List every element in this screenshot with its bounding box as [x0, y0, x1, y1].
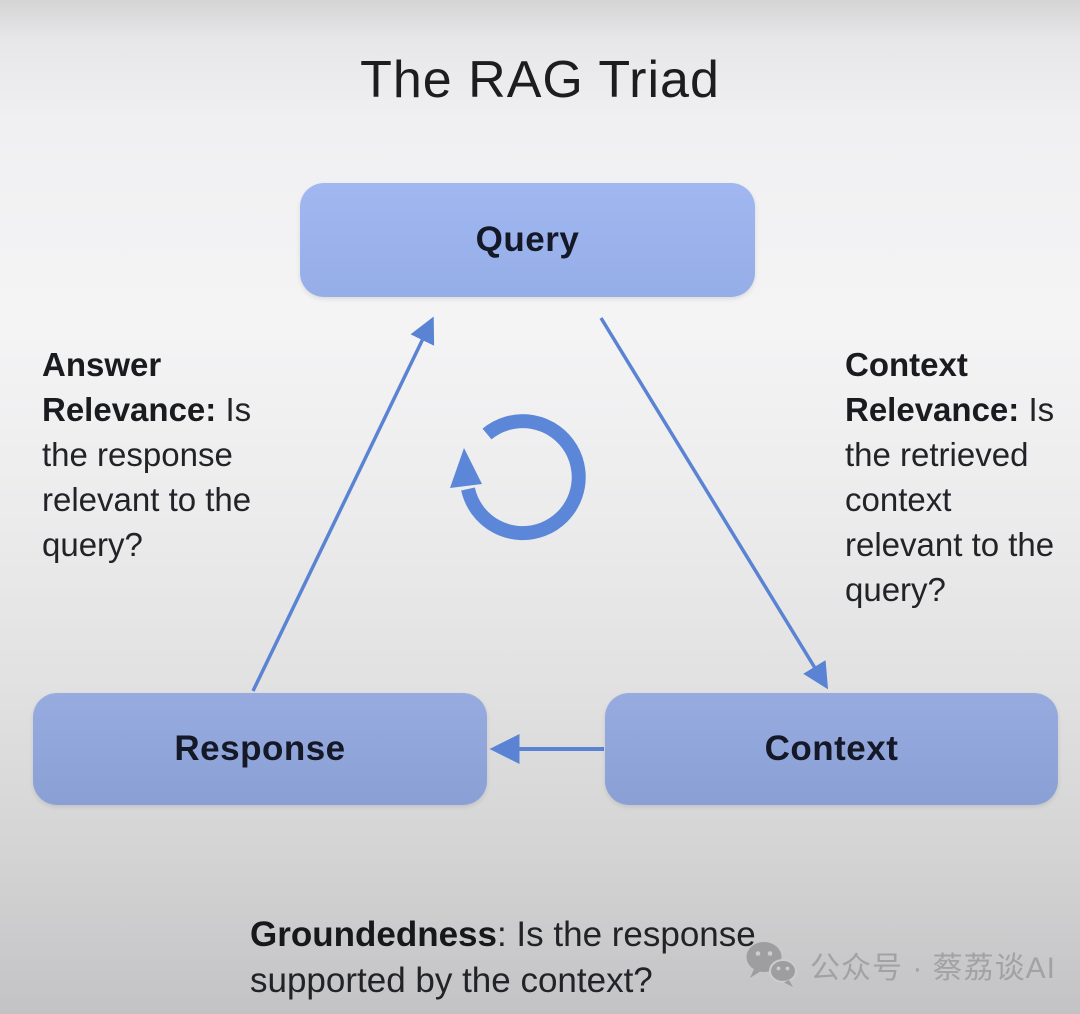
groundedness-body: : Is the response supported by the conte… — [250, 915, 756, 1000]
context-relevance-heading: Context Relevance: — [845, 346, 1020, 428]
wechat-icon — [746, 942, 797, 987]
node-response-label: Response — [174, 729, 346, 768]
answer-relevance-body: Is the response relevant to the query? — [42, 391, 252, 563]
annotation-groundedness: Groundedness: Is the response supported … — [250, 912, 890, 1004]
node-context: Context — [605, 693, 1058, 805]
watermark-text: 公众号 · 蔡荔谈AI — [810, 952, 1057, 985]
page-title: The RAG Triad — [360, 51, 720, 109]
node-query: Query — [300, 183, 755, 297]
answer-relevance-heading: Answer Relevance: — [42, 346, 217, 428]
arrow-response-to-query — [251, 316, 435, 692]
arrow-query-to-context — [599, 317, 829, 690]
cycle-arrow-icon — [450, 414, 586, 541]
watermark: 公众号 · 蔡荔谈AI — [744, 940, 1056, 990]
annotation-context-relevance: Context Relevance: Is the retrieved cont… — [845, 342, 1067, 612]
annotation-answer-relevance: Answer Relevance: Is the response releva… — [42, 342, 274, 567]
node-context-label: Context — [764, 729, 899, 768]
groundedness-heading: Groundedness — [250, 915, 497, 954]
node-query-label: Query — [475, 220, 580, 259]
node-response: Response — [33, 693, 487, 805]
context-relevance-body: Is the retrieved context relevant to the… — [845, 391, 1055, 608]
